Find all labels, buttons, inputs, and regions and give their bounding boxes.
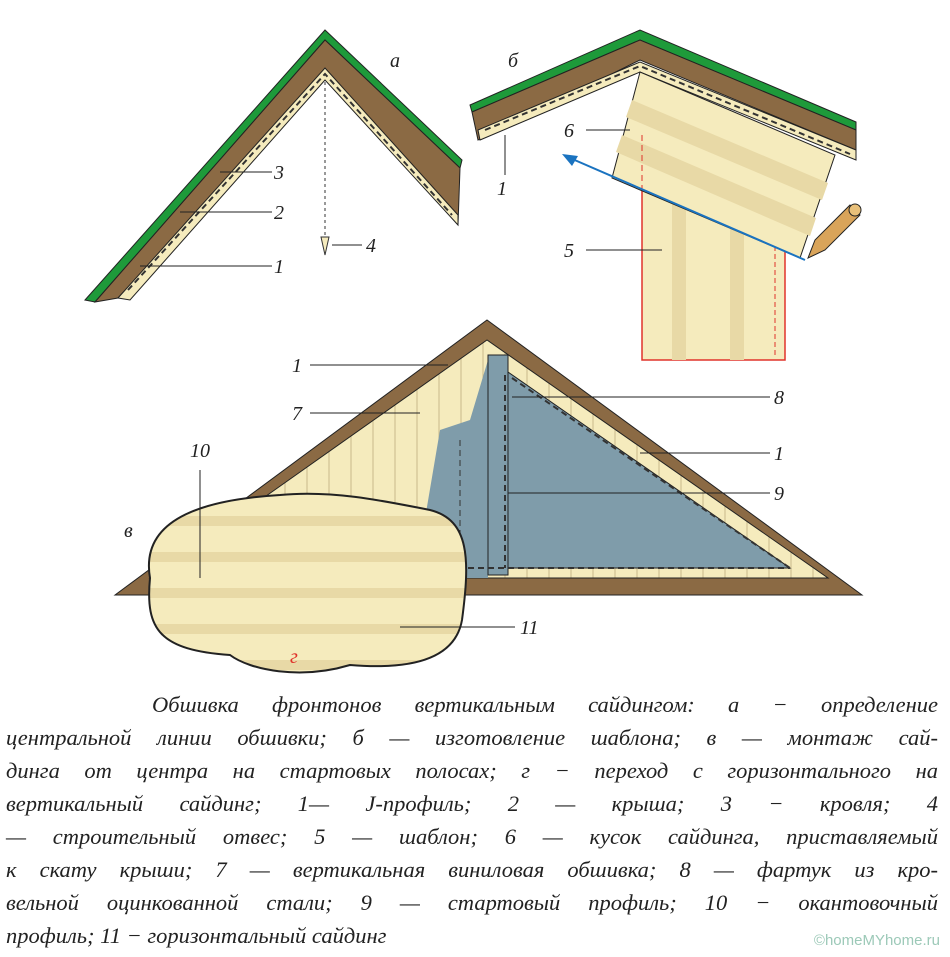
label-5: 5	[564, 240, 574, 262]
figure-caption: Обшивка фронтонов вертикальным сайдингом…	[6, 688, 938, 952]
diagram-b-template	[469, 29, 862, 361]
label-2: 2	[274, 202, 284, 224]
caption-line: динга от центра на стартовых полосах; г …	[6, 758, 938, 783]
caption-line: Обшивка фронтонов вертикальным сайдингом…	[152, 692, 938, 717]
pencil-icon	[807, 203, 862, 259]
label-9: 9	[774, 483, 784, 505]
label-1-b: 1	[497, 178, 507, 200]
label-v: в	[124, 520, 133, 542]
caption-line: — строительный отвес; 5 — шаблон; 6 — ку…	[6, 824, 938, 849]
watermark: ©homeMYhome.ru	[813, 932, 940, 949]
label-10: 10	[190, 440, 210, 462]
label-1-v: 1	[292, 355, 302, 377]
caption-line: профиль; 11 − горизонтальный сайдинг	[6, 923, 387, 948]
plumb-bob-icon	[320, 236, 330, 256]
caption-line: вертикальный сайдинг; 1— J-профиль; 2 — …	[6, 791, 938, 816]
caption-line: вельной оцинкованной стали; 9 — стартовы…	[6, 890, 938, 915]
label-6: 6	[564, 120, 574, 142]
label-1-v2: 1	[774, 443, 784, 465]
label-4: 4	[366, 235, 376, 257]
caption-line: центральной линии обшивки; б — изготовле…	[6, 725, 938, 750]
gable-siding-illustration: а б 3 2 1 4 6 1 5 1 7 10 в 8 1 9 11 г	[84, 29, 864, 674]
transition-area	[147, 492, 468, 674]
label-11: 11	[520, 617, 539, 639]
label-a: а	[390, 50, 400, 72]
caption-line: к скату крыши; 7 — вертикальная винилова…	[6, 857, 938, 882]
label-1: 1	[274, 256, 284, 278]
label-g: г	[290, 646, 298, 668]
label-3: 3	[273, 162, 284, 184]
marking-line	[569, 157, 806, 261]
diagram-a-center-line	[84, 29, 463, 303]
diagram-v-gable	[113, 319, 864, 674]
label-7: 7	[292, 403, 303, 425]
label-b: б	[508, 50, 519, 72]
label-8: 8	[774, 387, 784, 409]
